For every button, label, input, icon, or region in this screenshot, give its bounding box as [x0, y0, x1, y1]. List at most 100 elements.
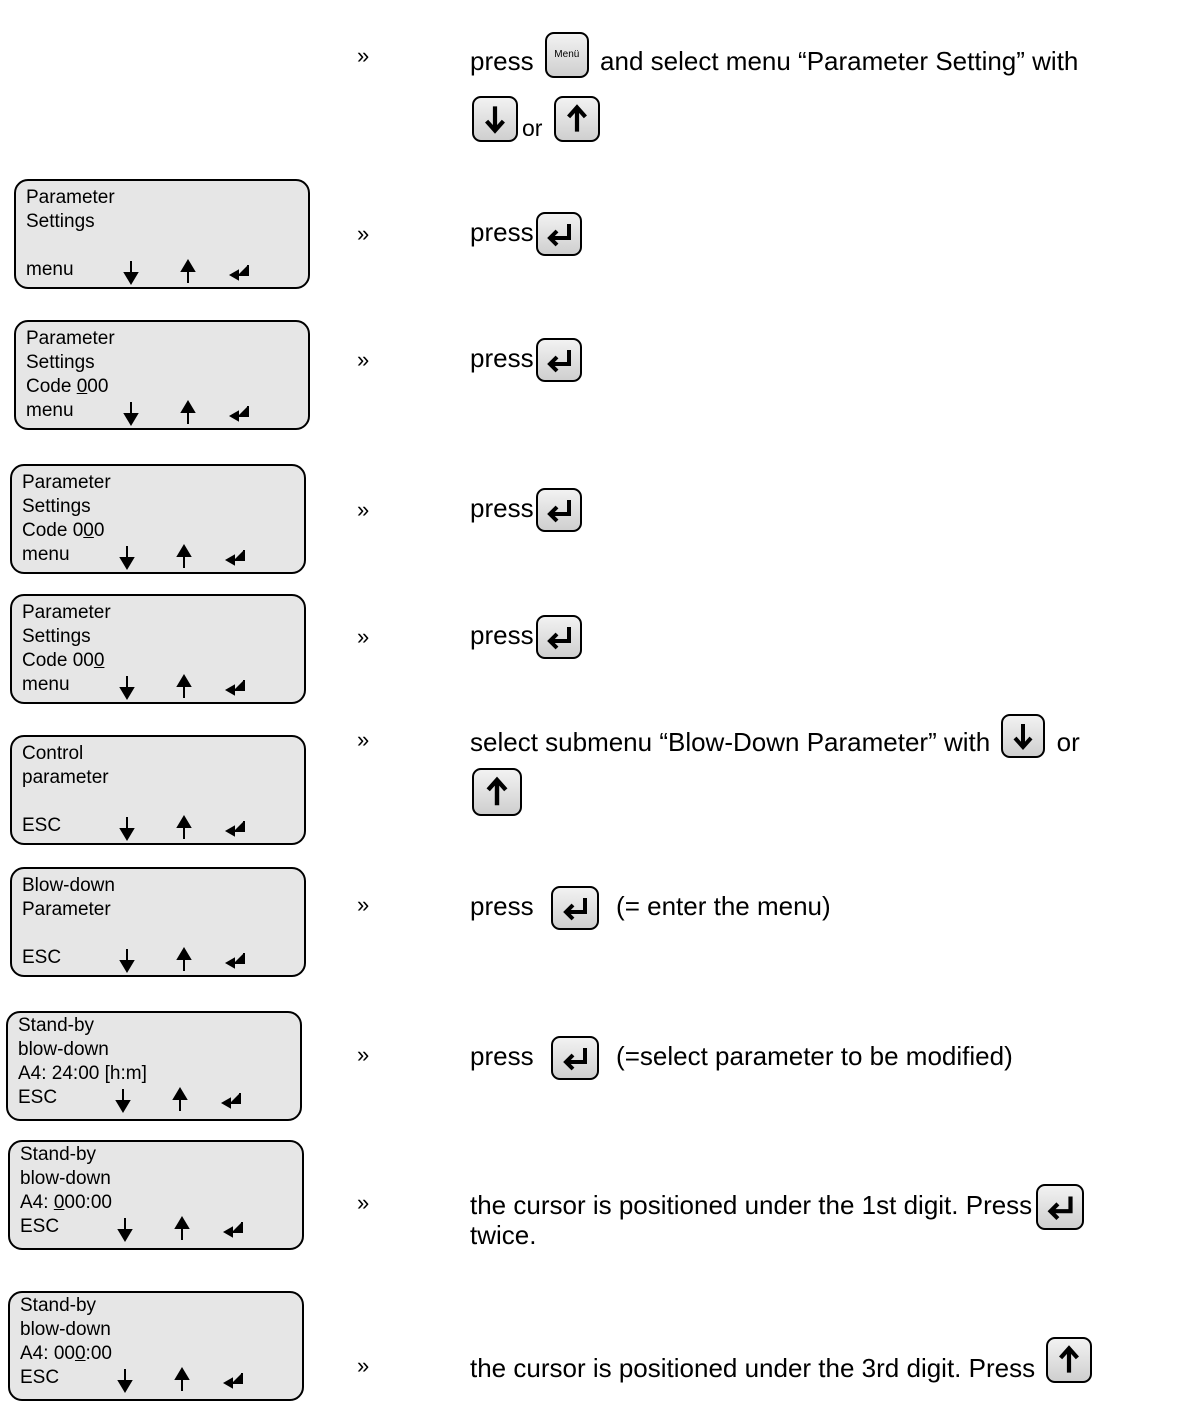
lcd-line: Settings — [22, 626, 91, 647]
lcd-softkey-label: ESC — [18, 1087, 58, 1108]
lcd-line: Parameter — [22, 899, 111, 920]
lcd-softkey-label: ESC — [20, 1367, 60, 1388]
lcd-softkey-label: ESC — [20, 1216, 60, 1237]
step-9-instruction: the cursor is positioned under the 1st d… — [470, 1184, 1088, 1230]
lcd-line: blow-down — [20, 1319, 111, 1340]
menu-key-icon: Menü — [544, 32, 589, 78]
enter-key-icon — [535, 212, 582, 256]
lcd-line: Stand-by — [20, 1295, 97, 1316]
up-arrow-icon — [176, 544, 192, 568]
up-key-icon — [553, 96, 600, 142]
down-arrow-icon — [119, 817, 135, 841]
lcd-line: Stand-by — [20, 1144, 97, 1165]
enter-key-icon — [550, 886, 599, 930]
enter-arrow-icon — [224, 680, 245, 696]
up-arrow-icon — [180, 400, 196, 424]
step-8-marker: » — [357, 1042, 370, 1067]
lcd-softkey-label: ESC — [22, 815, 62, 836]
step-10-instruction: the cursor is positioned under the 3rd d… — [470, 1337, 1096, 1393]
down-key-icon — [1001, 714, 1046, 758]
lcd-line: Parameter — [26, 187, 115, 208]
enter-arrow-icon — [228, 406, 249, 422]
enter-arrow-icon — [224, 953, 245, 969]
enter-arrow-icon — [222, 1222, 243, 1238]
lcd-line: parameter — [22, 767, 109, 788]
enter-key-icon — [535, 488, 582, 532]
step-2-marker: » — [357, 221, 370, 246]
step-1-instruction-line2: or — [470, 96, 604, 142]
step-6-marker: » — [357, 727, 370, 752]
enter-arrow-icon — [224, 821, 245, 837]
step-5-marker: » — [357, 624, 370, 649]
lcd-line: Parameter — [22, 602, 111, 623]
lcd-softkey-label: ESC — [22, 947, 62, 968]
step-1-marker: » — [357, 43, 370, 68]
lcd-line: Settings — [26, 211, 95, 232]
enter-arrow-icon — [220, 1093, 241, 1109]
down-key-icon — [472, 96, 518, 142]
step-2-instruction: press — [470, 212, 586, 256]
lcd-line: Control — [22, 743, 84, 764]
lcd-line: Stand-by — [18, 1015, 95, 1036]
step-7-instruction: press (= enter the menu) — [470, 886, 831, 930]
lcd-line: Parameter — [22, 472, 111, 493]
lcd-line: A4: 000:00 — [20, 1192, 112, 1213]
enter-key-icon — [1036, 1184, 1085, 1230]
step-9-marker: » — [357, 1190, 370, 1215]
up-arrow-icon — [176, 815, 192, 839]
step-10-marker: » — [357, 1353, 370, 1378]
enter-key-icon — [535, 615, 582, 659]
down-arrow-icon — [123, 261, 139, 285]
step-7-marker: » — [357, 892, 370, 917]
down-arrow-icon — [115, 1089, 131, 1113]
lcd-line: Blow-down — [22, 875, 115, 896]
lcd-line: blow-down — [20, 1168, 111, 1189]
up-arrow-icon — [176, 947, 192, 971]
up-arrow-icon — [174, 1367, 190, 1391]
step-6-instruction-line2 — [470, 768, 526, 816]
up-arrow-icon — [174, 1216, 190, 1240]
down-arrow-icon — [117, 1218, 133, 1242]
down-arrow-icon — [119, 546, 135, 570]
lcd-softkey-label: menu — [22, 674, 70, 695]
enter-key-icon — [535, 338, 582, 382]
down-arrow-icon — [123, 402, 139, 426]
lcd-softkey-label: menu — [26, 400, 74, 421]
enter-arrow-icon — [224, 550, 245, 566]
lcd-line: Code 000 — [22, 650, 105, 671]
enter-arrow-icon — [222, 1373, 243, 1389]
down-arrow-icon — [119, 676, 135, 700]
lcd-line: Settings — [26, 352, 95, 373]
step-4-instruction: press — [470, 488, 586, 532]
up-key-icon — [472, 768, 522, 816]
up-key-icon — [1046, 1337, 1093, 1383]
lcd-softkey-label: menu — [22, 544, 70, 565]
enter-key-icon — [550, 1036, 599, 1080]
step-3-marker: » — [357, 347, 370, 372]
step-6-instruction: select submenu “Blow-Down Parameter” wit… — [470, 714, 1080, 766]
down-arrow-icon — [117, 1369, 133, 1393]
lcd-line: A4: 000:00 — [20, 1343, 112, 1364]
lcd-softkey-label: menu — [26, 259, 74, 280]
lcd-line: Parameter — [26, 328, 115, 349]
step-8-instruction: press (=select parameter to be modified) — [470, 1036, 1013, 1080]
lcd-line: blow-down — [18, 1039, 109, 1060]
step-3-instruction: press — [470, 338, 586, 382]
enter-arrow-icon — [228, 265, 249, 281]
lcd-line: Code 000 — [26, 376, 109, 397]
step-4-marker: » — [357, 497, 370, 522]
lcd-line: Code 000 — [22, 520, 105, 541]
up-arrow-icon — [180, 259, 196, 283]
lcd-line: Settings — [22, 496, 91, 517]
step-1-instruction: press Menü and select menu “Parameter Se… — [470, 32, 1078, 86]
step-5-instruction: press — [470, 615, 586, 659]
up-arrow-icon — [172, 1087, 188, 1111]
